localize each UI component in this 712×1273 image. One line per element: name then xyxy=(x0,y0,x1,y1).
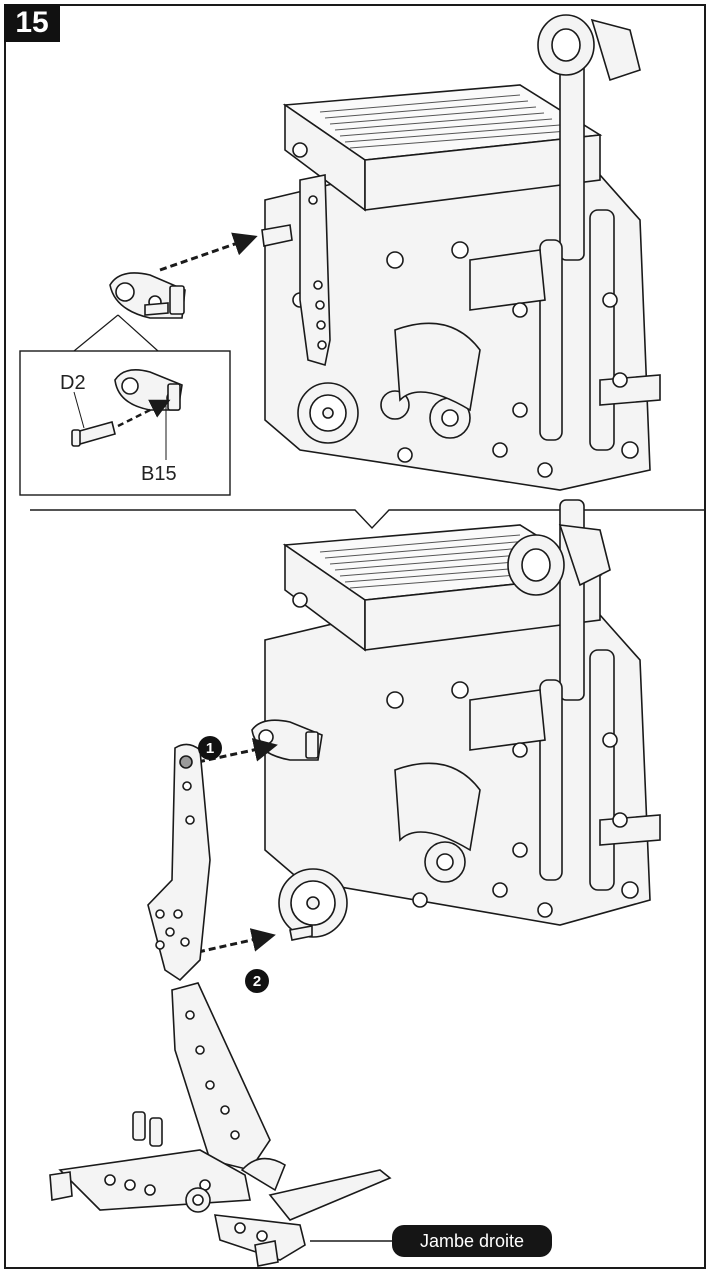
pin-part-d2 xyxy=(71,421,116,447)
step-number-badge: 15 xyxy=(4,4,60,42)
gear-cluster-top xyxy=(297,382,471,444)
chassis-drawing-top xyxy=(261,14,661,491)
chassis-drawing-bottom xyxy=(251,499,661,941)
callout-1-badge: 1 xyxy=(198,736,222,760)
insert-arrow-top xyxy=(159,232,258,272)
vent-slots xyxy=(319,94,569,149)
crank-gear xyxy=(278,868,348,941)
page-frame xyxy=(4,4,706,1269)
part-name-tag: Jambe droite xyxy=(392,1225,552,1257)
detail-inset xyxy=(19,314,231,496)
part-label-d2: D2 xyxy=(60,372,86,394)
step-separator xyxy=(30,509,706,530)
link-with-pin-part xyxy=(109,272,186,319)
insert-arrow-2 xyxy=(197,928,276,954)
callout-2-badge: 2 xyxy=(245,969,269,993)
part-label-b15: B15 xyxy=(141,463,177,485)
right-leg-part xyxy=(49,743,392,1267)
